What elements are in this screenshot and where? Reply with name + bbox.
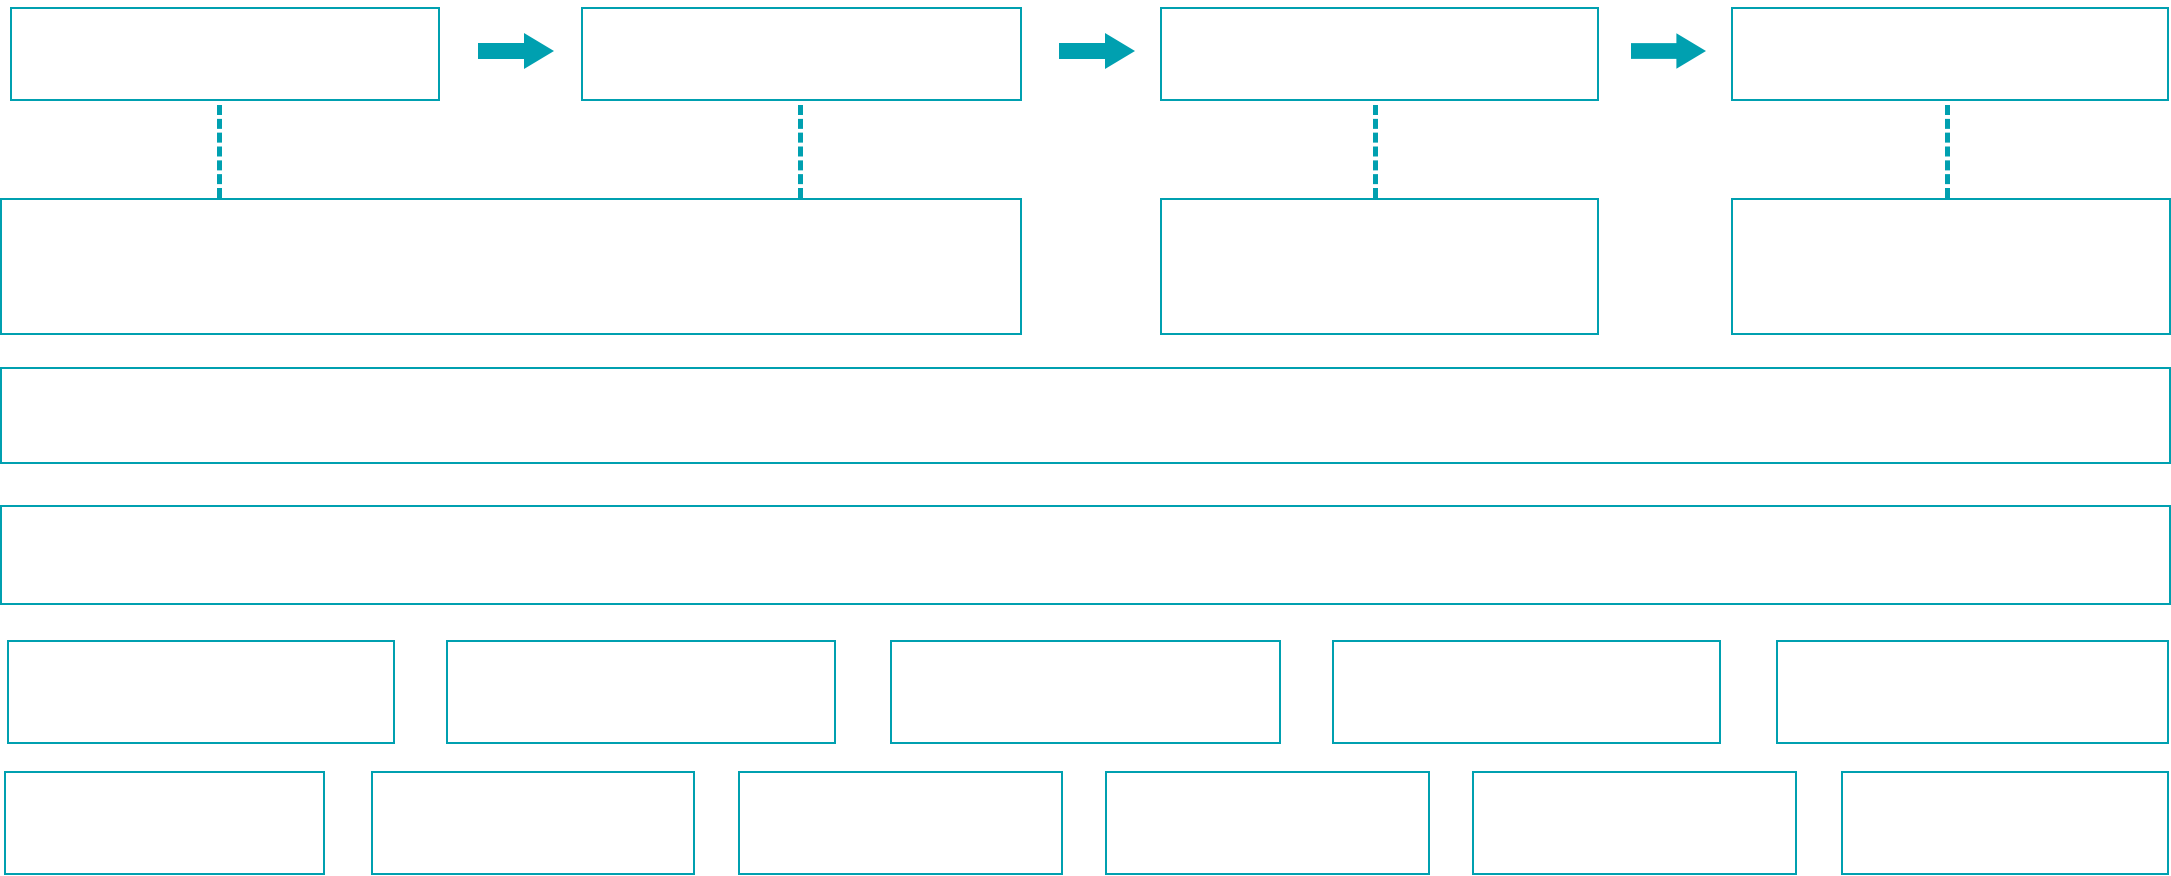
flow-arrow-icon-2	[1059, 33, 1135, 69]
flow-step-2	[581, 7, 1022, 101]
bottom-box-3	[738, 771, 1063, 875]
bottom-box-1	[4, 771, 325, 875]
detail-box-wide	[0, 198, 1022, 335]
flow-step-1	[10, 7, 440, 101]
detail-box-3	[1731, 198, 2171, 335]
dashed-connector-3	[1373, 105, 1378, 198]
detail-box-2	[1160, 198, 1599, 335]
dashed-connector-4	[1945, 105, 1950, 198]
dashed-connector-2	[798, 105, 803, 198]
flow-arrow-icon-3	[1631, 33, 1706, 69]
banner-row-1	[0, 367, 2171, 464]
mid-box-4	[1332, 640, 1721, 744]
bottom-box-4	[1105, 771, 1430, 875]
mid-box-2	[446, 640, 836, 744]
flow-step-4	[1731, 7, 2169, 101]
bottom-box-6	[1841, 771, 2169, 875]
mid-box-1	[7, 640, 395, 744]
mid-box-5	[1776, 640, 2169, 744]
mid-box-3	[890, 640, 1281, 744]
banner-row-2	[0, 505, 2171, 605]
dashed-connector-1	[217, 105, 222, 198]
bottom-box-2	[371, 771, 695, 875]
flow-step-3	[1160, 7, 1599, 101]
bottom-box-5	[1472, 771, 1797, 875]
flow-arrow-icon-1	[478, 33, 554, 69]
